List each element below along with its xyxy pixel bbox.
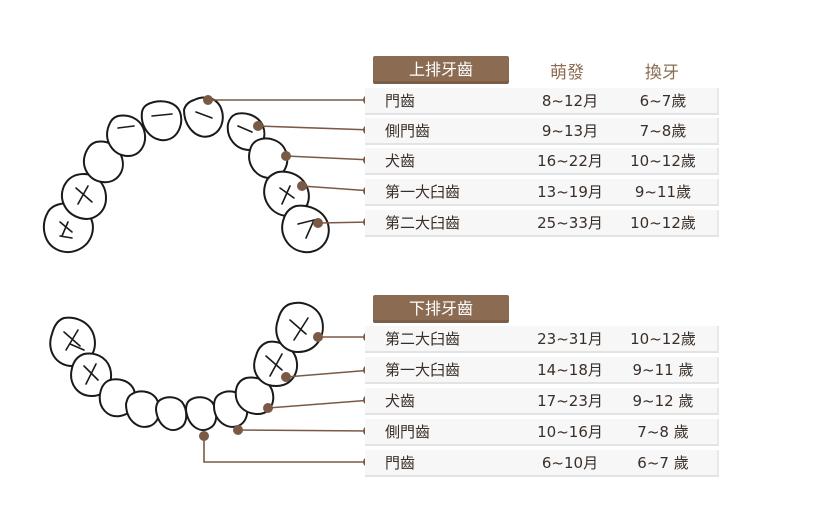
replacement-age: 10~12歲 (630, 214, 696, 232)
upper-tooth-left-lateral (106, 114, 146, 157)
eruption-age: 25~33月 (537, 214, 603, 232)
upper-tooth-right-molar2 (281, 204, 330, 254)
lower-arch (49, 301, 324, 431)
eruption-age: 16~22月 (537, 152, 603, 170)
lower-tooth-right-canine (234, 376, 275, 415)
tooth-name: 第一大臼齒 (385, 183, 461, 201)
upper-row-canine: 犬齒 16~22月 10~12歲 (365, 148, 719, 175)
tooth-name: 第二大臼齒 (385, 330, 461, 348)
upper-arch (42, 96, 330, 254)
upper-tooth-left-canine (83, 140, 124, 184)
eruption-age: 14~18月 (537, 361, 603, 379)
eruption-age: 6~10月 (541, 454, 599, 472)
lower-tooth-marks (63, 317, 309, 385)
tooth-name: 門齒 (385, 92, 416, 110)
tooth-name: 第一大臼齒 (385, 361, 461, 379)
eruption-age: 9~13月 (541, 122, 599, 140)
tooth-name: 犬齒 (385, 392, 416, 410)
lower-tooth-left-lateral (125, 390, 161, 428)
lower-teeth-header: 下排牙齒 (373, 295, 509, 323)
replacement-age: 6~7 歲 (637, 454, 689, 472)
replacement-age: 9~11 歲 (632, 361, 694, 379)
connector-lines (203, 99, 373, 463)
replacement-age: 6~7歲 (639, 92, 687, 110)
lower-row-lateral-incisor: 側門齒 10~16月 7~8 歲 (365, 419, 719, 446)
upper-teeth-header: 上排牙齒 (373, 56, 509, 84)
upper-row-central-incisor: 門齒 8~12月 6~7歲 (365, 88, 719, 115)
replacement-age: 9~11歲 (634, 183, 692, 201)
eruption-age: 23~31月 (537, 330, 603, 348)
tooth-name: 側門齒 (385, 423, 431, 441)
eruption-age: 10~16月 (537, 423, 603, 441)
lower-row-first-molar: 第一大臼齒 14~18月 9~11 歲 (365, 357, 719, 384)
upper-tooth-right-central (183, 96, 224, 138)
tooth-name: 門齒 (385, 454, 416, 472)
tooth-name: 第二大臼齒 (385, 214, 461, 232)
upper-tooth-left-molar1 (61, 173, 107, 220)
upper-row-second-molar: 第二大臼齒 25~33月 10~12歲 (365, 210, 719, 237)
tooth-name: 側門齒 (385, 122, 431, 140)
replacement-age: 7~8 歲 (637, 423, 689, 441)
eruption-age: 8~12月 (541, 92, 599, 110)
upper-tooth-left-central (140, 100, 183, 142)
lower-row-second-molar: 第二大臼齒 23~31月 10~12歲 (365, 326, 719, 353)
lower-tooth-left-central (155, 396, 188, 431)
tooth-name: 犬齒 (385, 152, 416, 170)
eruption-age: 13~19月 (537, 183, 603, 201)
replacement-age: 10~12歲 (630, 152, 696, 170)
upper-row-first-molar: 第一大臼齒 13~19月 9~11歲 (365, 179, 719, 206)
replacement-column-header: 換牙 (645, 63, 679, 83)
lower-tooth-right-central (185, 396, 218, 431)
lower-row-central-incisor: 門齒 6~10月 6~7 歲 (365, 450, 719, 477)
upper-row-lateral-incisor: 側門齒 9~13月 7~8歲 (365, 118, 719, 145)
eruption-age: 17~23月 (537, 392, 603, 410)
replacement-age: 7~8歲 (639, 122, 687, 140)
replacement-age: 9~12 歲 (632, 392, 694, 410)
eruption-column-header: 萌發 (550, 63, 584, 83)
lower-row-canine: 犬齒 17~23月 9~12 歲 (365, 388, 719, 415)
replacement-age: 10~12歲 (630, 330, 696, 348)
